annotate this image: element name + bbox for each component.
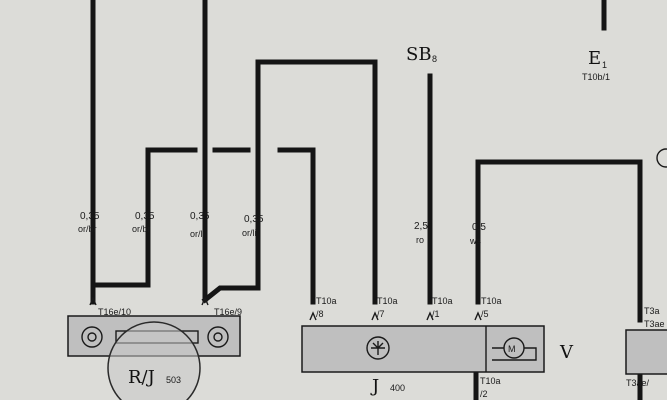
e1-number: 1 [602, 60, 607, 70]
terminal-right-inner [213, 332, 223, 342]
conn-t10a-1-a: T10a [432, 296, 453, 306]
pin-arrow [89, 296, 97, 306]
wire-1 [90, 0, 198, 305]
wire-1-gauge: 0,35 [80, 211, 100, 222]
switch-mark [371, 341, 385, 355]
j400-number: 400 [390, 383, 405, 393]
e1-name: E [588, 48, 601, 69]
pin-arrow [309, 311, 317, 321]
conn-t10a-2-b: /2 [480, 389, 488, 399]
edge-circle [656, 148, 667, 168]
pin-arrow [474, 311, 482, 321]
wire-3 [201, 0, 378, 305]
j400-switch-symbol [366, 336, 390, 360]
motor-symbol: M [508, 344, 516, 354]
rj-number: 503 [166, 375, 181, 385]
conn-t10a-5-b: /5 [481, 309, 489, 319]
conn-t3a-top: T3a [644, 306, 660, 316]
wire-6-color: ws [469, 236, 481, 246]
conn-t3a-bot: T3ae/ [626, 378, 650, 388]
motor-leads [492, 347, 537, 361]
e1-connector: T10b/1 [582, 72, 610, 82]
wire-3-gauge: 0,35 [190, 211, 210, 222]
wire-2-gauge: 0,35 [135, 211, 155, 222]
conn-t3a-mid: T3ae [644, 319, 665, 329]
pin-arrow [201, 296, 209, 306]
sb-number: 8 [432, 54, 437, 64]
wire-5-color: ro [416, 235, 424, 245]
j400-component-body [301, 325, 545, 373]
conn-t16e-9: T16e/9 [214, 307, 242, 317]
wire-4-gauge: 0,35 [244, 214, 264, 225]
terminal-right-outer [207, 326, 229, 348]
wire-2-color: or/br [132, 224, 151, 234]
conn-t16e-10: T16e/10 [98, 307, 131, 317]
terminal-left-outer [81, 326, 103, 348]
v-name: V [559, 342, 574, 363]
terminal-left-inner [87, 332, 97, 342]
conn-t10a-7-a: T10a [377, 296, 398, 306]
wire-1-color: or/br [78, 224, 97, 234]
conn-t10a-8-a: T10a [316, 296, 337, 306]
rj-name: R/J [128, 367, 155, 388]
wire-4 [277, 147, 316, 305]
j400-name: J [370, 376, 379, 397]
wire-3-color: or/li [190, 229, 205, 239]
right-component-body [625, 329, 667, 375]
sb-name: SB [406, 44, 432, 65]
rj-outline-circle [107, 321, 201, 400]
wire-4-color: or/li [242, 228, 257, 238]
conn-t10a-7-b: /7 [377, 309, 385, 319]
conn-t10a-8-b: /8 [316, 309, 324, 319]
pin-arrow [371, 311, 379, 321]
conn-t10a-1-b: /1 [432, 309, 440, 319]
pin-arrow [426, 311, 434, 321]
wire-6-gauge: 0,5 [472, 222, 486, 233]
wire-5-gauge: 2,5 [414, 221, 428, 232]
conn-t10a-2-a: T10a [480, 376, 501, 386]
wire-ws [475, 159, 643, 323]
conn-t10a-5-a: T10a [481, 296, 502, 306]
